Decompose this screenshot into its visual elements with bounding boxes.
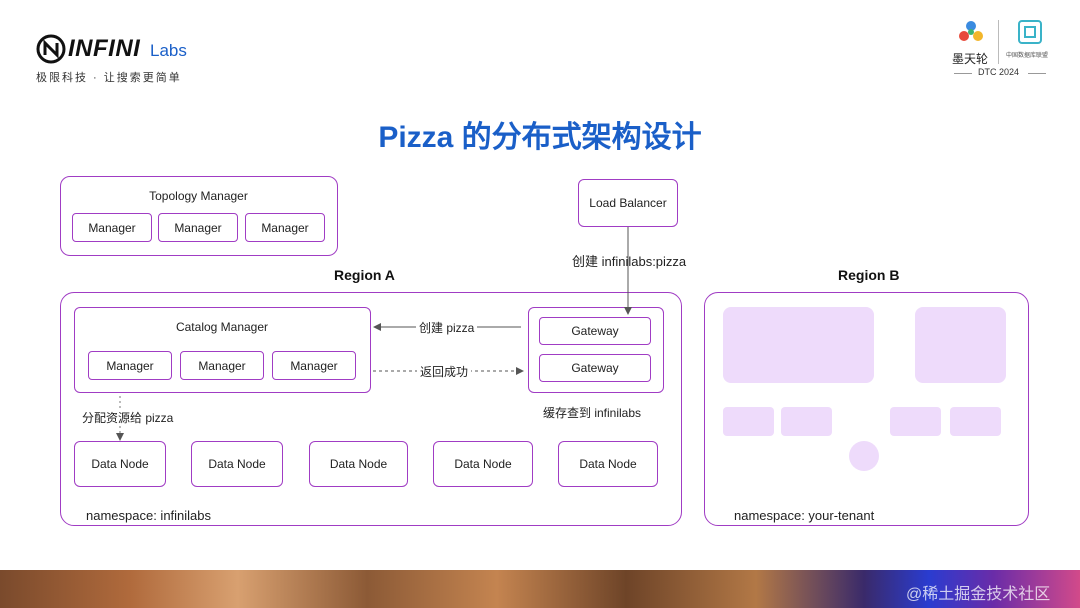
namespace-a: namespace: infinilabs — [86, 508, 212, 523]
catalog-manager-item: Manager — [272, 351, 356, 380]
data-node: Data Node — [558, 441, 658, 487]
namespace-b: namespace: your-tenant — [734, 508, 875, 523]
catalog-manager-item: Manager — [88, 351, 172, 380]
data-node: Data Node — [309, 441, 408, 487]
region-b-ghost-large — [723, 307, 874, 383]
partner-right-text: 中国数据库联盟 — [1006, 53, 1049, 59]
topology-manager-item: Manager — [158, 213, 238, 242]
gateway-group-box: Gateway Gateway — [528, 307, 664, 393]
gateway-node: Gateway — [539, 354, 651, 382]
partner-divider — [998, 20, 999, 64]
motianlun-icon — [959, 21, 983, 41]
data-node: Data Node — [433, 441, 533, 487]
catalog-manager-title: Catalog Manager — [175, 320, 269, 334]
region-a-label: Region A — [334, 267, 395, 283]
data-node: Data Node — [74, 441, 166, 487]
region-b-ghost-small — [781, 407, 832, 436]
event-label: DTC 2024 — [978, 67, 1020, 77]
partner-logos: 墨天轮 中国数据库联盟 DTC 2024 — [944, 16, 1054, 82]
return-success-label: 返回成功 — [417, 363, 472, 380]
region-b-ghost-circle — [849, 441, 879, 471]
brand-slogan: 极限科技 · 让搜索更简单 — [36, 72, 182, 84]
partner-left-text: 墨天轮 — [952, 52, 989, 66]
decorative-footer-strip — [0, 570, 1080, 608]
region-b-ghost-large — [915, 307, 1006, 383]
topology-manager-box: Topology Manager Manager Manager Manager — [60, 176, 338, 256]
catalog-manager-item: Manager — [180, 351, 264, 380]
brand-name: INFINI — [68, 35, 141, 62]
slide-title: Pizza 的分布式架构设计 — [378, 121, 702, 154]
topology-manager-item: Manager — [245, 213, 325, 242]
region-b-ghost-small — [950, 407, 1001, 436]
topology-manager-title: Topology Manager — [149, 189, 248, 203]
region-b-ghost-small — [723, 407, 774, 436]
create-tenant-label: 创建 infinilabs:pizza — [570, 251, 689, 270]
brand-logo: INFINI Labs 极限科技 · 让搜索更简单 — [36, 34, 196, 84]
catalog-manager-box: Catalog Manager Manager Manager Manager — [74, 307, 371, 393]
gateway-node: Gateway — [539, 317, 651, 345]
infini-logo-icon — [36, 34, 66, 64]
topology-manager-item: Manager — [72, 213, 152, 242]
cache-label: 缓存查到 infinilabs — [543, 406, 642, 420]
event-line-left — [954, 73, 972, 74]
data-node: Data Node — [191, 441, 283, 487]
region-b-label: Region B — [838, 267, 900, 283]
brand-labs: Labs — [150, 41, 187, 60]
region-b-ghost-small — [890, 407, 941, 436]
dballiance-icon — [1018, 20, 1042, 44]
load-balancer: Load Balancer — [578, 179, 678, 227]
create-pizza-label: 创建 pizza — [416, 319, 478, 336]
event-line-right — [1028, 73, 1046, 74]
allocate-label: 分配资源给 pizza — [80, 409, 176, 426]
watermark: @稀土掘金技术社区 — [906, 586, 1051, 603]
